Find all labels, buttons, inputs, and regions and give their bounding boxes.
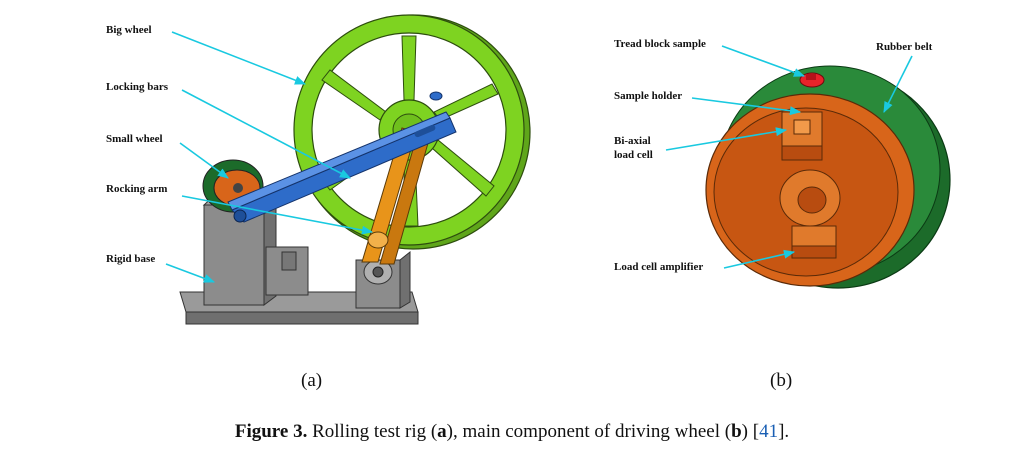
rocking-arm	[361, 127, 431, 265]
label-locking-bars: Locking bars	[106, 81, 169, 93]
label-sample-holder: Sample holder	[614, 90, 682, 102]
arrow-sample-holder	[691, 97, 802, 116]
caption-text-3: ) [	[741, 421, 760, 442]
label-load-cell-amplifier: Load cell amplifier	[614, 261, 703, 273]
left-pedestal	[203, 204, 265, 306]
label-rigid-base: Rigid base	[106, 253, 155, 265]
arrow-rigid-base	[165, 263, 216, 283]
test-rig-drawing	[179, 14, 531, 325]
arrow-locking-bars	[181, 89, 351, 179]
caption-panel-a: a	[437, 421, 447, 442]
panel-a-tag: (a)	[301, 370, 322, 391]
caption-text-4: ].	[778, 421, 790, 442]
panel-b-tag: (b)	[770, 370, 792, 391]
arrow-load-cell-amplifier	[723, 249, 796, 269]
caption-text-1: Rolling test rig (	[307, 421, 438, 442]
label-biaxial-line2: load cell	[614, 149, 653, 161]
caption-text-2: ), main component of driving wheel (	[446, 421, 732, 442]
driving-wheel-drawing	[705, 65, 951, 289]
arrow-big-wheel	[171, 31, 307, 85]
caption-panel-b: b	[731, 421, 742, 442]
arrow-tread-block-sample	[721, 45, 806, 77]
label-biaxial-line1: Bi-axial	[614, 135, 651, 147]
arrow-rubber-belt	[883, 55, 913, 114]
panel-b-callouts: Tread block sample Rubber belt Sample ho…	[614, 38, 933, 273]
figure-caption: Figure 3. Rolling test rig (a), main com…	[0, 421, 1024, 443]
arrow-biaxial-load-cell	[665, 127, 788, 151]
label-big-wheel: Big wheel	[106, 24, 152, 36]
label-small-wheel: Small wheel	[106, 133, 163, 145]
caption-figure-label: Figure 3.	[234, 421, 308, 442]
label-rocking-arm: Rocking arm	[106, 183, 167, 195]
label-rubber-belt: Rubber belt	[876, 41, 933, 53]
label-tread-block-sample: Tread block sample	[614, 38, 706, 50]
caption-reference-link[interactable]: 41	[759, 421, 779, 442]
arrow-rocking-arm	[181, 195, 374, 235]
arrow-small-wheel	[179, 142, 229, 179]
panel-a-callouts: Big wheel Locking bars Small wheel Rocki…	[106, 24, 374, 283]
